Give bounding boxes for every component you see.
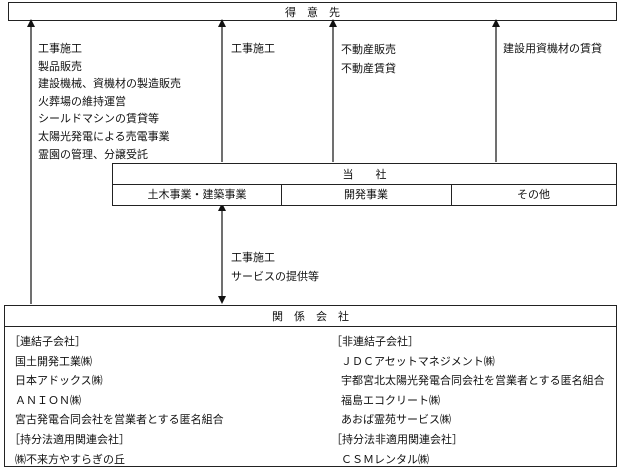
flow-text-col-4: 建設用資機材の賃貸 bbox=[503, 42, 602, 55]
flow-text-col-1: 工事施工 製品販売 建設機械、資機材の製造販売 火葬場の維持運営 シールドマシン… bbox=[38, 42, 181, 161]
flow-text-col-3: 不動産販売 不動産賃貸 bbox=[341, 43, 396, 75]
affiliates-right-column: ［非連結子会社］ ＪＤＣアセットマネジメント㈱ 宇都宮北太陽光発電合同会社を営業… bbox=[331, 332, 605, 469]
affiliates-left-column: ［連結子会社］ 国土開発工業㈱ 日本アドックス㈱ ＡＮＩＯＮ㈱ 宮古発電合同会社… bbox=[9, 332, 224, 469]
list-item: 宮古発電合同会社を営業者とする匿名組合 bbox=[15, 413, 224, 427]
list-item: あおば霊苑サービス㈱ bbox=[341, 413, 451, 427]
list-item: 国土開発工業㈱ bbox=[15, 354, 92, 368]
list-item: ＣＳＭレンタル㈱ bbox=[341, 452, 429, 466]
customers-label: 得 意 先 bbox=[285, 6, 340, 19]
segment-civil-building: 土木事業・建築事業 bbox=[147, 188, 247, 201]
list-item: 福島エコクリート㈱ bbox=[341, 393, 440, 407]
nonconsolidated-header: ［非連結子会社］ bbox=[331, 335, 419, 348]
list-item: ㈱不来方やすらぎの丘 bbox=[15, 452, 125, 466]
affiliates-label: 関 係 会 社 bbox=[272, 310, 349, 323]
segment-development: 開発事業 bbox=[344, 188, 388, 201]
middle-flow-text: 工事施工 サービスの提供等 bbox=[231, 251, 319, 283]
affiliates-box: 関 係 会 社 ［連結子会社］ 国土開発工業㈱ 日本アドックス㈱ ＡＮＩＯＮ㈱ … bbox=[4, 305, 617, 467]
segment-other: その他 bbox=[517, 188, 550, 201]
company-box: 当 社 土木事業・建築事業 開発事業 その他 bbox=[112, 163, 617, 206]
company-label: 当 社 bbox=[342, 168, 387, 181]
list-item: ＡＮＩＯＮ㈱ bbox=[15, 393, 81, 407]
list-item: ＪＤＣアセットマネジメント㈱ bbox=[341, 354, 495, 368]
nonequity-header: ［持分法非適用関連会社］ bbox=[331, 432, 463, 446]
consolidated-header: ［連結子会社］ bbox=[9, 335, 86, 348]
equity-header: ［持分法適用関連会社］ bbox=[9, 432, 130, 446]
flow-text-col-2: 工事施工 bbox=[231, 42, 275, 55]
list-item: 宇都宮北太陽光発電合同会社を営業者とする匿名組合 bbox=[341, 374, 605, 388]
list-item: 日本アドックス㈱ bbox=[15, 374, 103, 388]
customers-box: 得 意 先 bbox=[8, 2, 617, 21]
